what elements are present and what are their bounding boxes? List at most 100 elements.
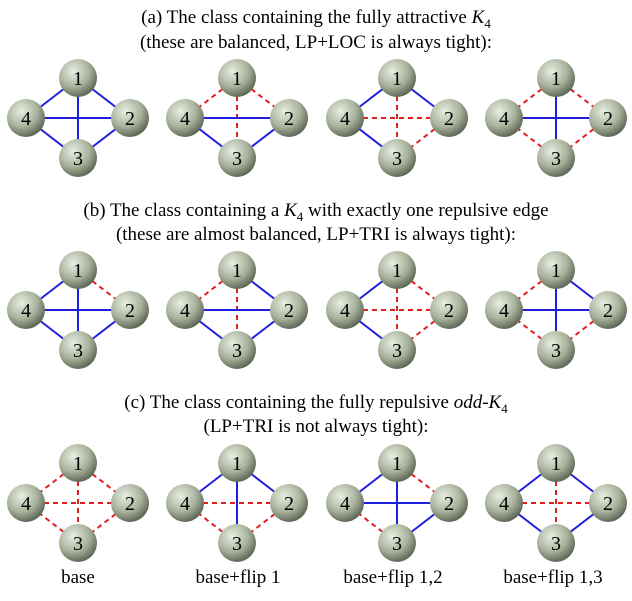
node-label-4: 4 (499, 493, 509, 515)
caption-c-subtitle: (LP+TRI is not always tight): (203, 416, 429, 437)
node-3 (59, 524, 97, 562)
node-2 (430, 484, 468, 522)
node-label-4: 4 (180, 108, 190, 130)
node-label-4: 4 (21, 493, 31, 515)
node-label-1: 1 (73, 68, 83, 90)
node-4 (7, 99, 45, 137)
graph-c-2: 1 2 3 4 (166, 444, 308, 562)
node-label-3: 3 (551, 340, 561, 362)
node-label-2: 2 (603, 108, 613, 130)
caption-c-k: odd-K (453, 392, 502, 413)
node-3 (218, 524, 256, 562)
node-1 (218, 444, 256, 482)
node-label-1: 1 (73, 260, 83, 282)
node-4 (166, 99, 204, 137)
node-label-2: 2 (125, 300, 135, 322)
caption-a-subtitle: (these are balanced, LP+LOC is always ti… (139, 32, 493, 53)
node-label-4: 4 (180, 493, 190, 515)
node-2 (111, 291, 149, 329)
node-label-1: 1 (551, 260, 561, 282)
node-1 (378, 59, 416, 97)
caption-a-k: K (471, 7, 485, 28)
node-label-2: 2 (603, 493, 613, 515)
col-label-base: base (61, 567, 95, 588)
node-label-2: 2 (125, 108, 135, 130)
node-4 (485, 484, 523, 522)
node-label-4: 4 (340, 493, 350, 515)
node-label-1: 1 (232, 453, 242, 475)
caption-b-sub: 4 (296, 208, 304, 224)
node-3 (59, 139, 97, 177)
caption-c-sub: 4 (501, 400, 508, 416)
node-label-1: 1 (392, 260, 402, 282)
node-label-1: 1 (232, 260, 242, 282)
node-1 (59, 251, 97, 289)
node-label-2: 2 (284, 300, 294, 322)
node-1 (59, 444, 97, 482)
node-label-4: 4 (180, 300, 190, 322)
node-label-3: 3 (232, 340, 242, 362)
node-label-3: 3 (551, 533, 561, 555)
node-2 (430, 291, 468, 329)
node-label-1: 1 (551, 68, 561, 90)
graph-c-4: 1 2 3 4 (485, 444, 627, 562)
node-label-3: 3 (232, 148, 242, 170)
node-4 (326, 99, 364, 137)
node-4 (166, 484, 204, 522)
node-1 (59, 59, 97, 97)
node-1 (537, 444, 575, 482)
node-4 (7, 484, 45, 522)
node-1 (218, 251, 256, 289)
node-label-2: 2 (125, 493, 135, 515)
node-label-2: 2 (284, 108, 294, 130)
node-3 (537, 524, 575, 562)
node-4 (485, 99, 523, 137)
node-3 (378, 524, 416, 562)
node-4 (326, 291, 364, 329)
node-3 (218, 139, 256, 177)
node-label-1: 1 (392, 68, 402, 90)
node-label-2: 2 (444, 108, 454, 130)
node-3 (59, 331, 97, 369)
caption-b-text-1: (b) The class containing a (83, 200, 285, 221)
node-label-1: 1 (392, 453, 402, 475)
caption-c-text-1: (c) The class containing the fully repul… (124, 392, 454, 413)
node-label-2: 2 (284, 493, 294, 515)
node-2 (270, 99, 308, 137)
graph-a-3: 1 2 3 4 (326, 59, 468, 177)
node-4 (166, 291, 204, 329)
node-label-3: 3 (232, 533, 242, 555)
node-label-3: 3 (392, 148, 402, 170)
node-label-1: 1 (73, 453, 83, 475)
col-label-flip-1-3: base+flip 1,3 (503, 567, 603, 588)
node-2 (111, 99, 149, 137)
node-1 (218, 59, 256, 97)
node-2 (589, 291, 627, 329)
node-label-4: 4 (340, 108, 350, 130)
node-2 (430, 99, 468, 137)
node-label-4: 4 (499, 108, 509, 130)
node-2 (270, 484, 308, 522)
node-label-3: 3 (73, 340, 83, 362)
node-4 (7, 291, 45, 329)
caption-a-title: (a) The class containing the fully attra… (0, 6, 632, 35)
node-1 (537, 59, 575, 97)
node-2 (589, 484, 627, 522)
node-label-1: 1 (551, 453, 561, 475)
node-3 (218, 331, 256, 369)
node-2 (270, 291, 308, 329)
caption-a-text-1: (a) The class containing the fully attra… (141, 7, 472, 28)
node-3 (378, 139, 416, 177)
caption-a-sub: 4 (484, 15, 491, 31)
caption-b-text-2: with exactly one repulsive edge (303, 200, 549, 221)
graph-b-2: 1 2 3 4 (166, 251, 308, 369)
node-label-2: 2 (603, 300, 613, 322)
node-label-3: 3 (392, 340, 402, 362)
